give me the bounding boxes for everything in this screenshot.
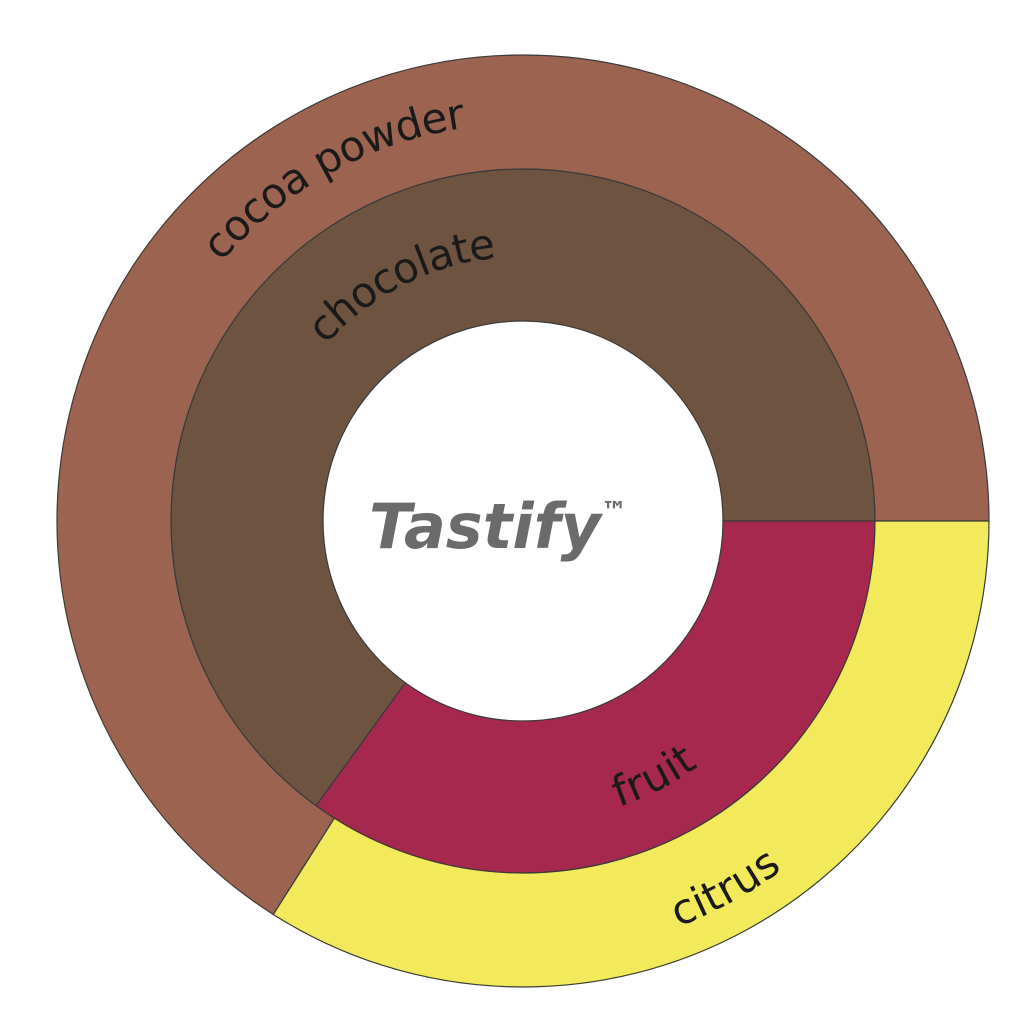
trademark-mark: ™ bbox=[601, 497, 627, 527]
sunburst-rings bbox=[56, 54, 990, 988]
center-brand-label: Tastify™ bbox=[369, 490, 627, 563]
segment-cocoa-powder[interactable] bbox=[56, 54, 990, 916]
segment-citrus[interactable] bbox=[272, 520, 990, 988]
